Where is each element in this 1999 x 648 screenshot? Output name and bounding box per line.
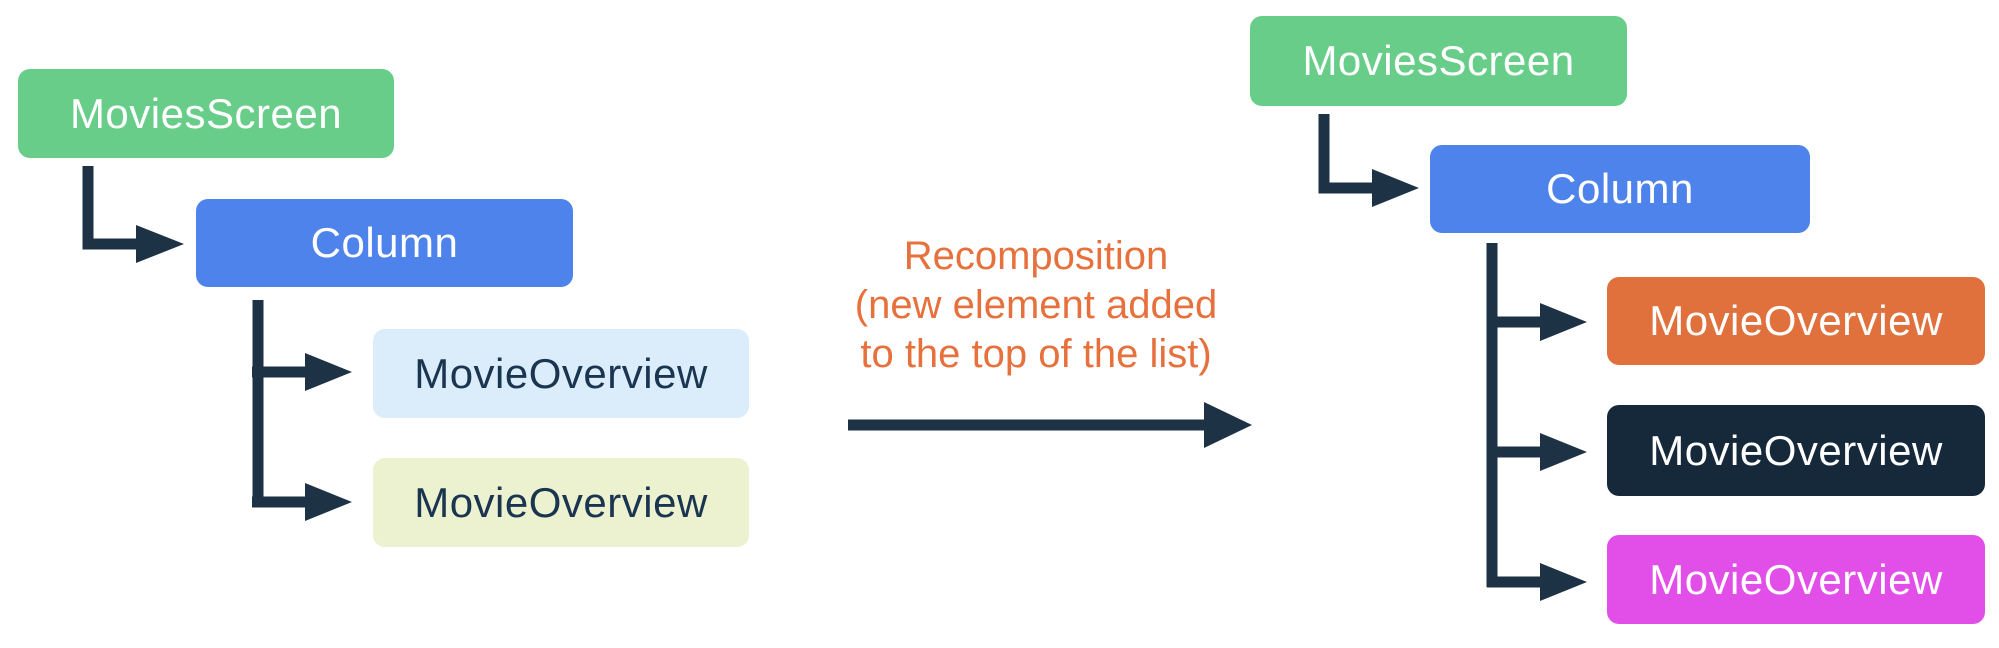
left-arrowhead-movie1	[305, 353, 352, 391]
left-arrowhead-movie2	[305, 483, 352, 521]
right-arrowhead-movie2	[1540, 433, 1587, 471]
recomposition-arrowhead	[1204, 402, 1252, 448]
left-node-movieoverview-1: MovieOverview	[373, 329, 749, 418]
right-node-movieoverview-1: MovieOverview	[1607, 277, 1985, 365]
left-node-movieoverview-2: MovieOverview	[373, 458, 749, 547]
left-node-column: Column	[196, 199, 573, 287]
recomposition-annotation: Recomposition (new element added to the …	[820, 232, 1252, 379]
right-arrowhead-movie3	[1540, 563, 1587, 601]
annotation-line-1: Recomposition	[903, 234, 1169, 278]
annotation-line-3: to the top of the list)	[860, 332, 1212, 376]
left-elbow-moviesscreen-to-column	[82, 166, 136, 250]
right-elbow-moviesscreen-to-column	[1318, 114, 1372, 194]
right-node-movieoverview-2: MovieOverview	[1607, 405, 1985, 496]
right-node-column: Column	[1430, 145, 1810, 233]
right-arrowhead-movie1	[1540, 303, 1587, 341]
left-node-moviesscreen: MoviesScreen	[18, 69, 394, 158]
right-arrowhead-column	[1372, 169, 1419, 207]
right-node-movieoverview-3: MovieOverview	[1607, 535, 1985, 624]
left-arrowhead-column	[136, 225, 184, 263]
annotation-line-2: (new element added	[854, 283, 1218, 327]
right-node-moviesscreen: MoviesScreen	[1250, 16, 1627, 106]
